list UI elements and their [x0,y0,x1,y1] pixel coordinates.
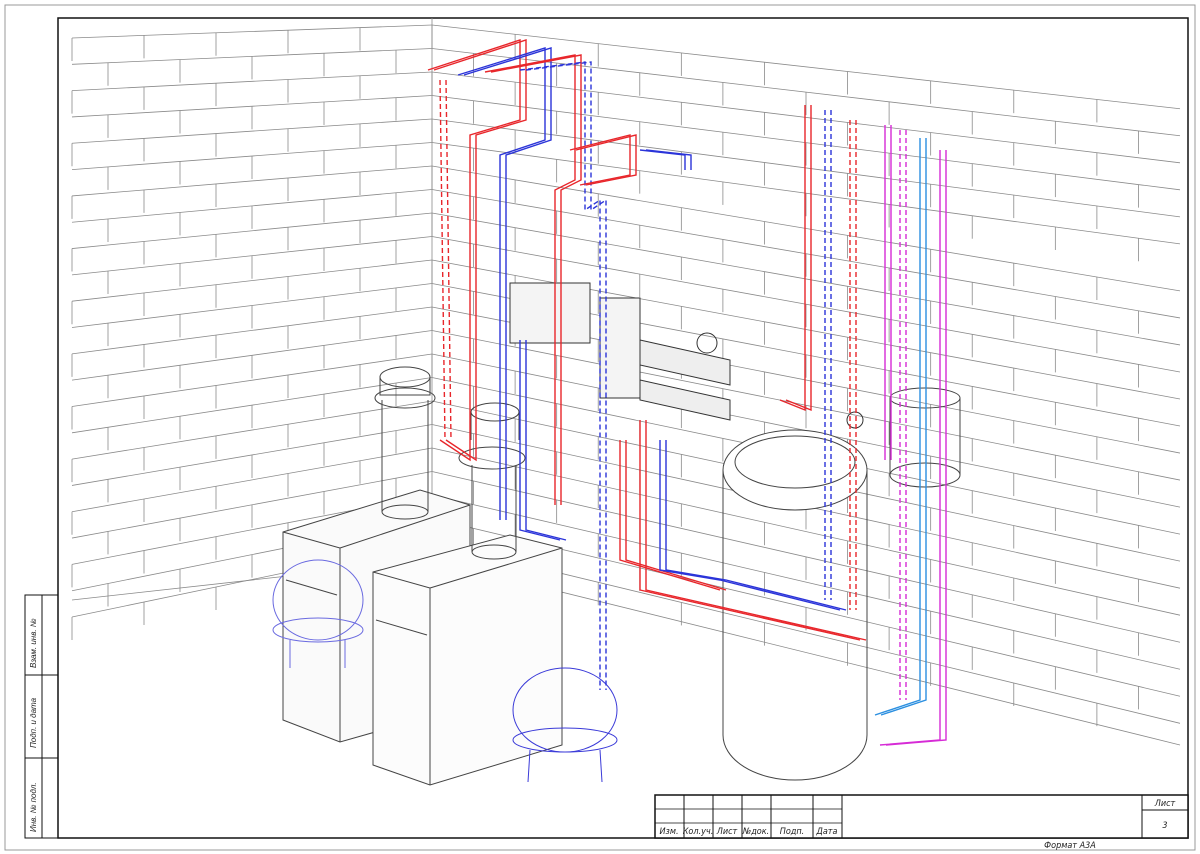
expansion-vessel-left [272,559,364,668]
col-izm: Изм. [659,827,678,837]
equipment [272,282,961,786]
strip-label-replaced-inventory: Взам. инв. № [29,618,38,668]
sheet-format: Формат А3А [1044,841,1096,851]
sheet-border [4,4,1196,851]
strip-label-signature-date: Подп. и дата [29,697,38,748]
col-doc-no: №док. [742,827,769,837]
sheet-number: 3 [1162,821,1167,831]
sheet-label: Лист [1154,799,1176,809]
col-kol-uch: Кол.уч. [683,827,714,837]
expansion-vessel-right [889,387,961,488]
pipework [427,39,947,746]
strip-label-original-inventory: Инв. № подл. [29,782,38,832]
col-signature: Подп. [780,827,805,837]
col-list: Лист [716,827,738,837]
expansion-vessel-center [512,667,618,783]
drawing-frame [57,17,1189,839]
col-date: Дата [816,827,838,837]
flue-pipes [374,366,526,560]
boiler-right [372,534,563,786]
title-block [654,794,1189,839]
side-stamp-strip [24,594,59,839]
